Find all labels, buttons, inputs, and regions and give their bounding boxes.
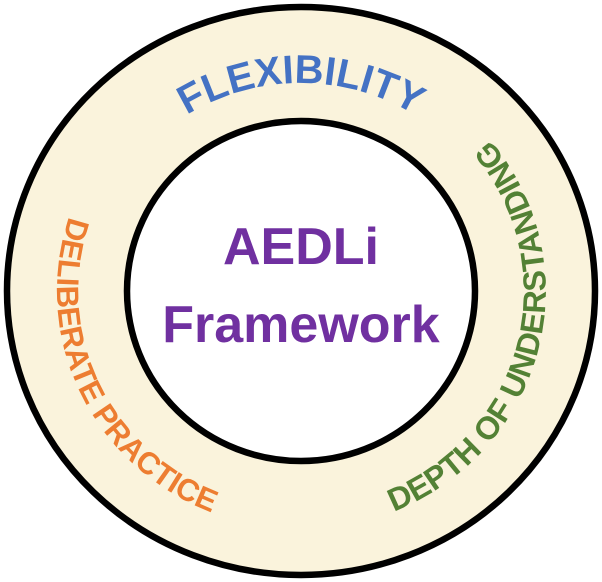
center-title-line1: AEDLi [223, 218, 379, 276]
center-title-line2: Framework [162, 296, 440, 354]
inner-circle [123, 117, 479, 465]
